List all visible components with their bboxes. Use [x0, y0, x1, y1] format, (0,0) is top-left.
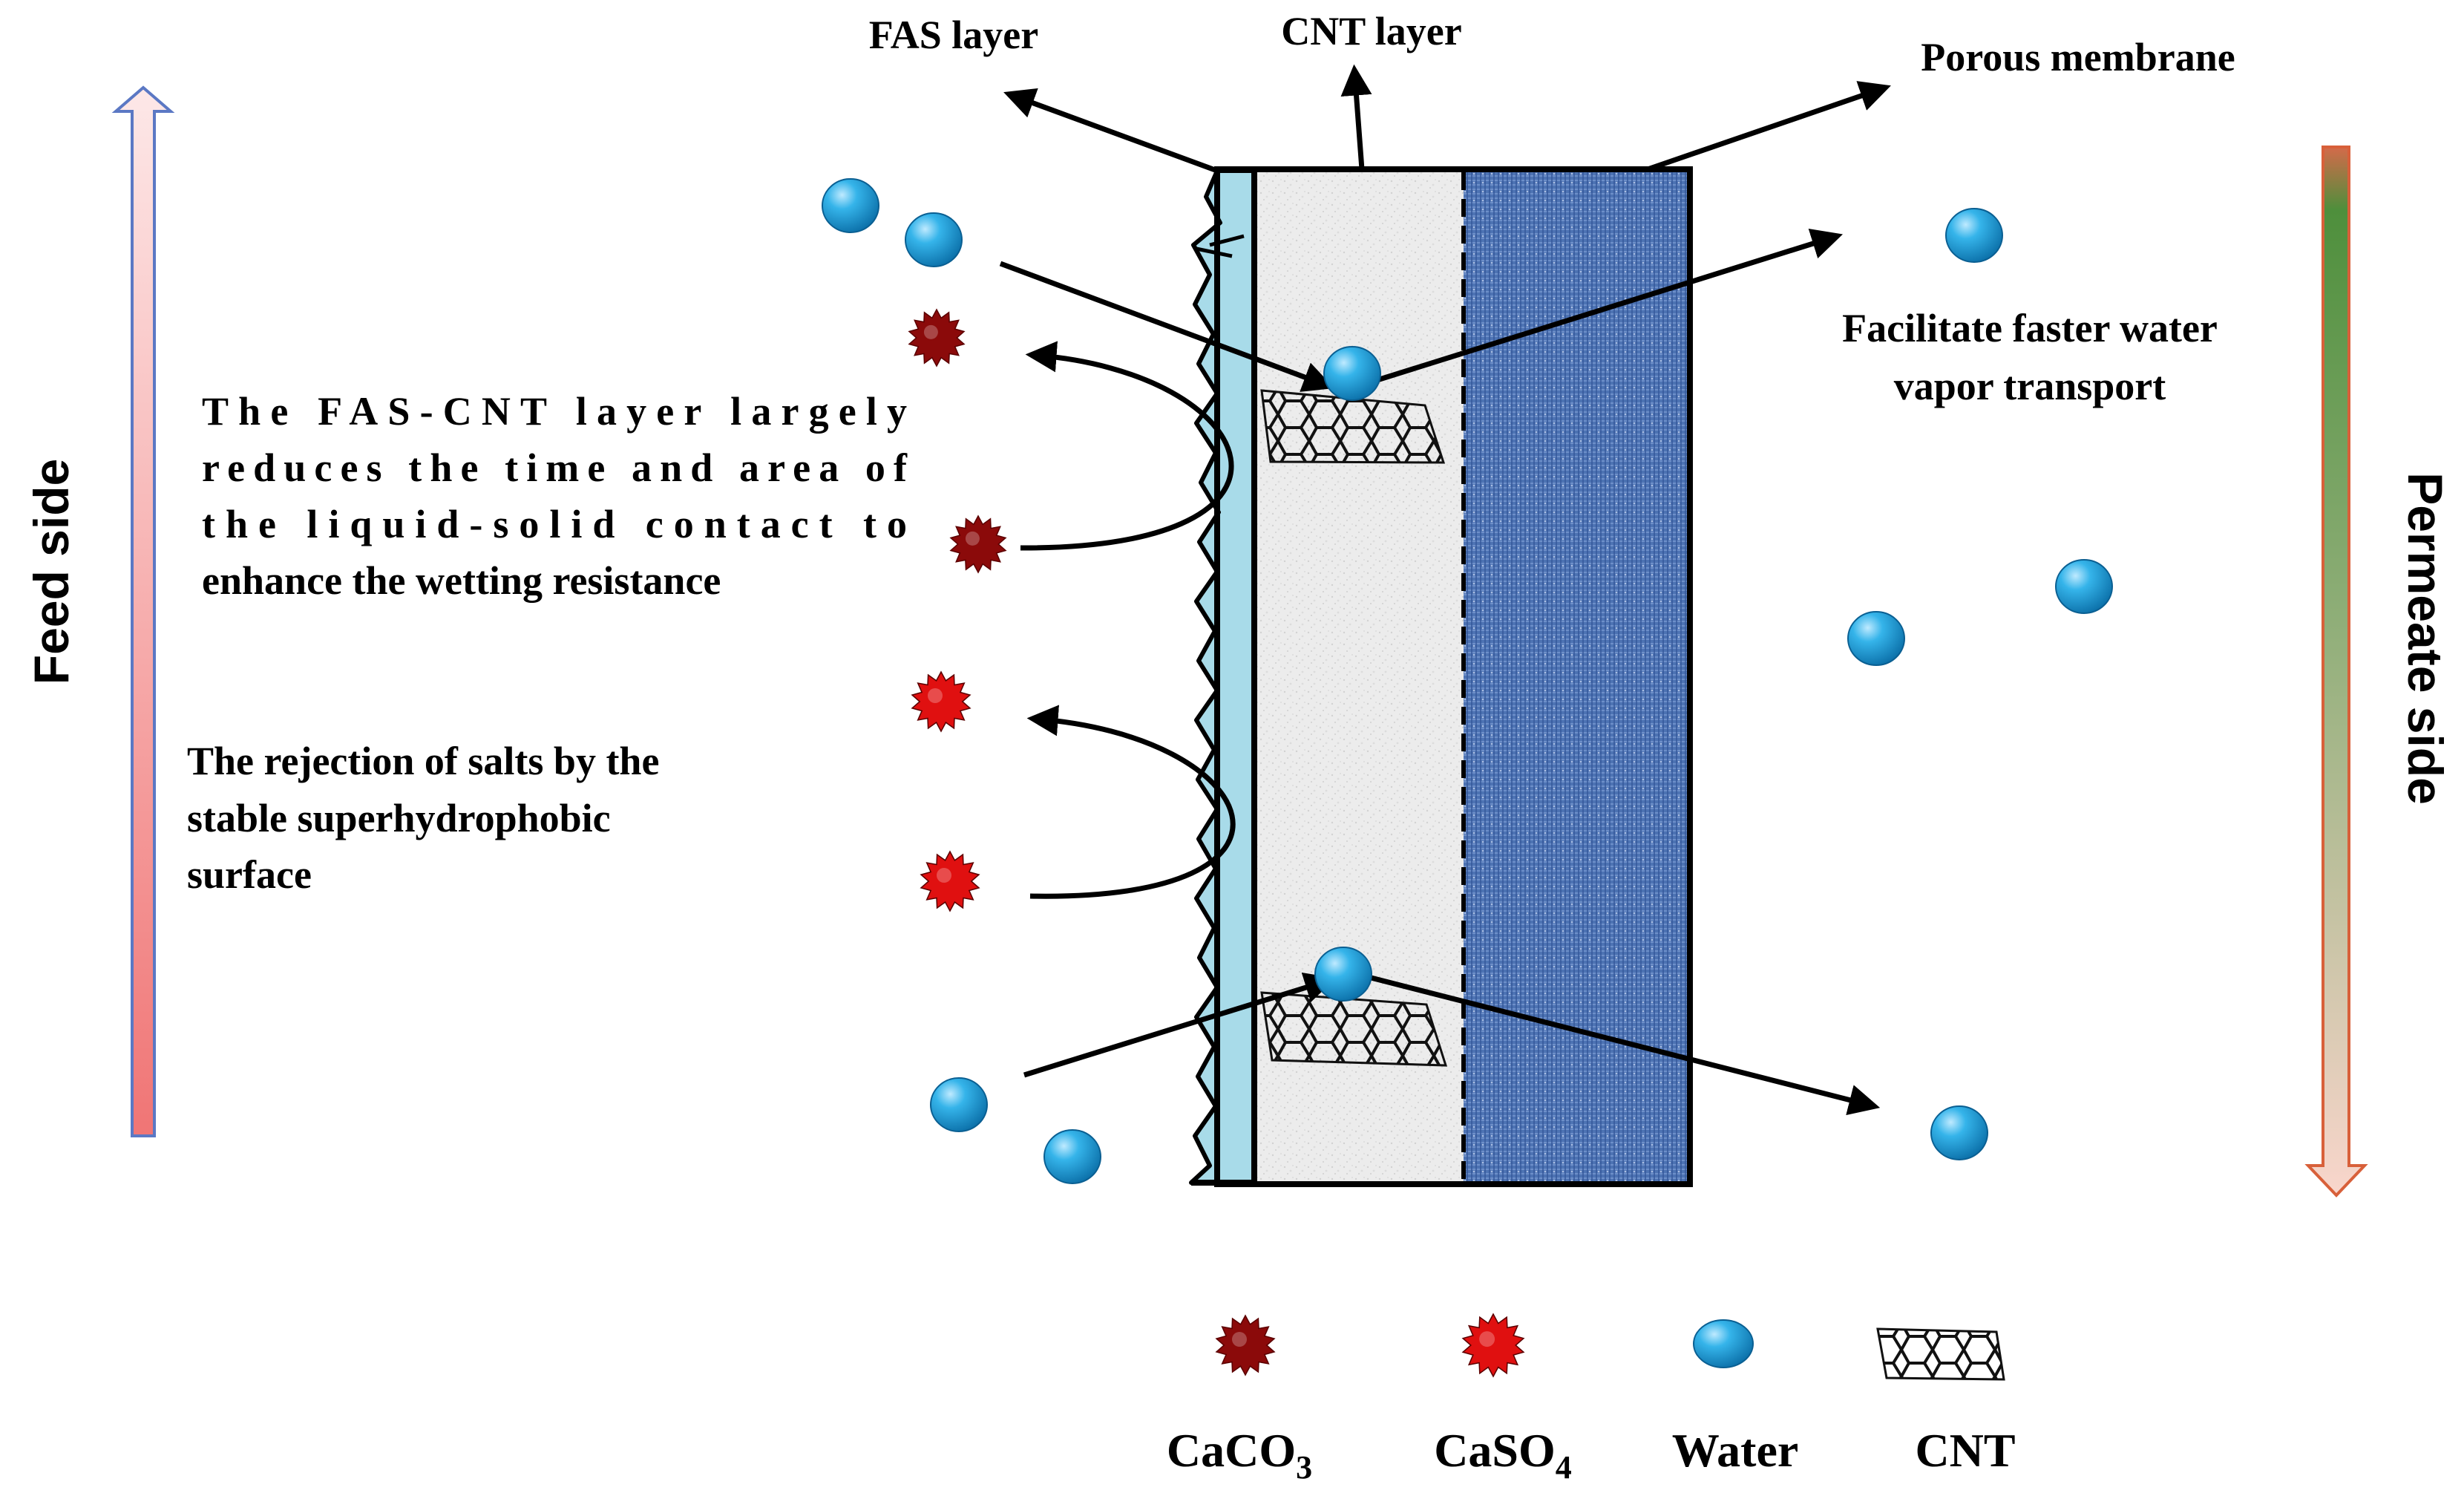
- rejection-text-line1: The rejection of salts by the: [187, 739, 659, 783]
- salt-star-highlight: [1479, 1331, 1495, 1347]
- wetting-text-line4: enhance the wetting resistance: [202, 558, 721, 603]
- salt-star-highlight: [1232, 1332, 1247, 1347]
- salt-star-shape: [1461, 1313, 1525, 1378]
- salt-star-highlight: [937, 868, 951, 883]
- membrane: [1189, 166, 1693, 1187]
- legend-cnt-label: CNT: [1915, 1424, 2015, 1477]
- legend-caco3-icon: [1215, 1314, 1276, 1376]
- porous-membrane-label: Porous membrane: [1921, 35, 2235, 79]
- water-molecules: [822, 178, 2113, 1184]
- permeate-side-label: Permeate side: [2398, 472, 2453, 805]
- fas-layer-label: FAS layer: [869, 13, 1038, 57]
- facilitate-text-line2: vapor transport: [1894, 364, 2166, 408]
- salt-star-shape: [908, 308, 966, 367]
- feed-side-label: Feed side: [24, 459, 79, 685]
- legend-water-label: Water: [1672, 1424, 1799, 1477]
- water-molecule: [930, 1077, 988, 1132]
- rejection-text-line2: stable superhydrophobic: [187, 796, 611, 840]
- legend-caco3-label: CaCO3: [1167, 1424, 1312, 1486]
- caso4-particle: [920, 850, 980, 912]
- wetting-text-line2: reduces the time and area of: [202, 445, 908, 490]
- cnt-tube-lower: [1260, 991, 1448, 1067]
- legend-caso4-label: CaSO4: [1434, 1424, 1572, 1486]
- legend-caso4-icon: [1461, 1313, 1525, 1378]
- water-molecule: [1945, 208, 2003, 263]
- salt-star-highlight: [928, 688, 943, 703]
- facilitate-text-line1: Facilitate faster water: [1842, 306, 2218, 350]
- salt-rejection-text: The rejection of salts by the stable sup…: [187, 739, 659, 897]
- label-arrows: [1003, 64, 1891, 174]
- cnt-tube-upper: [1260, 389, 1446, 464]
- rejection-arrows: [1020, 341, 1236, 899]
- legend-cnt-icon: [1876, 1327, 2005, 1381]
- transport-arrows: [999, 229, 1881, 1116]
- feed-side-arrow: [111, 85, 175, 1137]
- water-molecule: [1043, 1129, 1101, 1184]
- salt-star-shape: [1215, 1314, 1276, 1376]
- salt-star-shape: [949, 514, 1007, 574]
- cnt-layer-label: CNT layer: [1281, 9, 1461, 53]
- salt-star-highlight: [923, 324, 938, 339]
- salt-star-shape: [920, 850, 980, 912]
- salt-star-highlight: [965, 531, 980, 546]
- legend: CaCO3 CaSO4 Water CNT: [1167, 1313, 2016, 1486]
- water-molecule: [1323, 346, 1381, 401]
- water-molecule: [822, 178, 879, 233]
- wetting-resistance-text: The FAS-CNT layer largely reduces the ti…: [202, 389, 908, 603]
- salt-star-shape: [911, 670, 971, 733]
- legend-water-icon: [1693, 1319, 1754, 1368]
- water-molecule: [905, 212, 963, 267]
- wetting-text-line1: The FAS-CNT layer largely: [202, 389, 907, 434]
- fas-layer-band: [1189, 169, 1256, 1185]
- wetting-text-line3: the liquid-solid contact to: [202, 502, 907, 546]
- caco3-particle: [908, 308, 966, 367]
- permeate-side-arrow: [2304, 146, 2368, 1198]
- water-molecule: [2055, 559, 2113, 614]
- water-molecule: [1930, 1105, 1988, 1160]
- caso4-particle: [911, 670, 971, 733]
- water-molecule: [1314, 947, 1372, 1002]
- rejection-text-line3: surface: [187, 852, 312, 897]
- caco3-particle: [949, 514, 1007, 574]
- salt-particles: [908, 308, 1007, 912]
- water-molecule: [1847, 611, 1905, 666]
